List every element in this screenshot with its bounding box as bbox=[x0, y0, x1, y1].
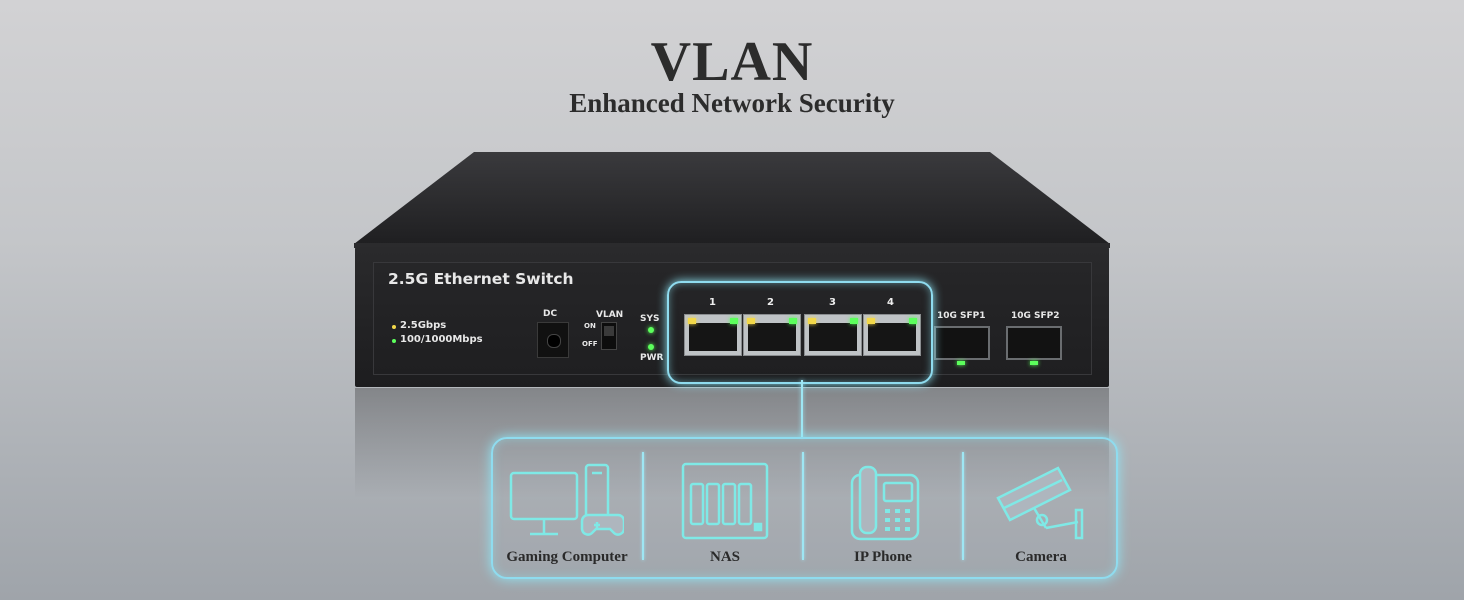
ip-phone-icon bbox=[850, 465, 920, 541]
camera-icon bbox=[996, 466, 1084, 540]
divider bbox=[642, 452, 644, 560]
sys-label: SYS bbox=[640, 314, 660, 324]
sfp1-label: 10G SFP1 bbox=[937, 311, 986, 321]
sfp-port-2[interactable] bbox=[1006, 326, 1062, 360]
sys-led bbox=[648, 327, 654, 333]
sfp2-led bbox=[1030, 361, 1038, 365]
device-label-gaming-computer: Gaming Computer bbox=[506, 549, 628, 565]
dc-label: DC bbox=[543, 309, 558, 319]
dc-power-jack bbox=[537, 322, 569, 358]
device-label-camera: Camera bbox=[1015, 549, 1067, 565]
switch-reflection bbox=[355, 388, 1109, 498]
switch-top-surface bbox=[354, 152, 1110, 248]
ethernet-port-3[interactable] bbox=[804, 314, 862, 356]
legend-2-5gbps: 2.5Gbps bbox=[400, 320, 447, 331]
switch-model-label: 2.5G Ethernet Switch bbox=[388, 270, 574, 288]
vlan-label: VLAN bbox=[596, 310, 624, 320]
device-label-nas: NAS bbox=[709, 549, 740, 565]
vlan-ports-highlight bbox=[667, 281, 933, 384]
device-label-ip-phone: IP Phone bbox=[854, 549, 912, 565]
ethernet-port-1[interactable] bbox=[684, 314, 742, 356]
page-subtitle: Enhanced Network Security bbox=[569, 88, 895, 118]
divider bbox=[962, 452, 964, 560]
divider bbox=[802, 452, 804, 560]
sfp-port-1[interactable] bbox=[934, 326, 990, 360]
legend-dot-green bbox=[392, 339, 396, 343]
legend-100-1000mbps: 100/1000Mbps bbox=[400, 334, 483, 345]
sfp1-led bbox=[957, 361, 965, 365]
port-number-1: 1 bbox=[709, 297, 716, 308]
ethernet-port-2[interactable] bbox=[743, 314, 801, 356]
sfp2-label: 10G SFP2 bbox=[1011, 311, 1060, 321]
page-title: VLAN bbox=[650, 31, 814, 93]
pwr-label: PWR bbox=[640, 353, 664, 363]
vlan-toggle-switch[interactable] bbox=[601, 322, 617, 350]
port-number-4: 4 bbox=[887, 297, 894, 308]
nas-icon bbox=[681, 462, 769, 540]
port-number-2: 2 bbox=[767, 297, 774, 308]
port-number-3: 3 bbox=[829, 297, 836, 308]
ethernet-port-4[interactable] bbox=[863, 314, 921, 356]
vlan-on-label: ON bbox=[584, 322, 596, 330]
legend-dot-yellow bbox=[392, 325, 396, 329]
pwr-led bbox=[648, 344, 654, 350]
vlan-off-label: OFF bbox=[582, 340, 598, 348]
connector-line bbox=[801, 380, 803, 438]
gaming-computer-icon bbox=[509, 463, 624, 536]
